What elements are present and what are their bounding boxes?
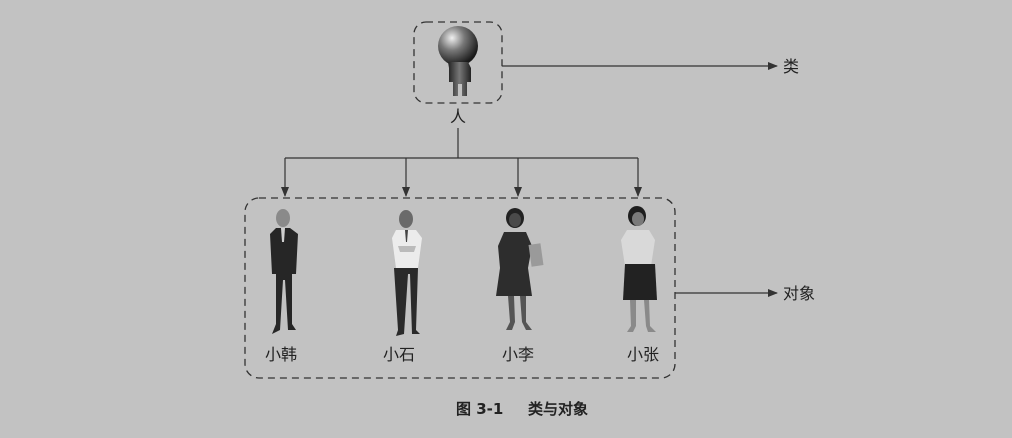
person-figure-1 bbox=[270, 209, 298, 334]
figure-number: 图 3-1 bbox=[456, 400, 503, 418]
person-figure-2 bbox=[392, 210, 422, 336]
person-figure-3 bbox=[496, 208, 544, 330]
class-annotation: 类 bbox=[783, 57, 799, 76]
tree-connectors bbox=[281, 128, 642, 197]
object-label-1: 小韩 bbox=[265, 345, 297, 364]
person-class-icon bbox=[438, 26, 478, 96]
object-label-4: 小张 bbox=[627, 345, 659, 364]
class-label: 人 bbox=[450, 107, 466, 126]
object-annotation: 对象 bbox=[783, 284, 815, 303]
object-label-3: 小李 bbox=[502, 345, 534, 364]
person-figure-4 bbox=[621, 206, 657, 332]
object-label-2: 小石 bbox=[383, 345, 415, 364]
figure-title: 类与对象 bbox=[528, 400, 588, 418]
class-box bbox=[413, 21, 503, 104]
objects-box bbox=[244, 197, 676, 379]
